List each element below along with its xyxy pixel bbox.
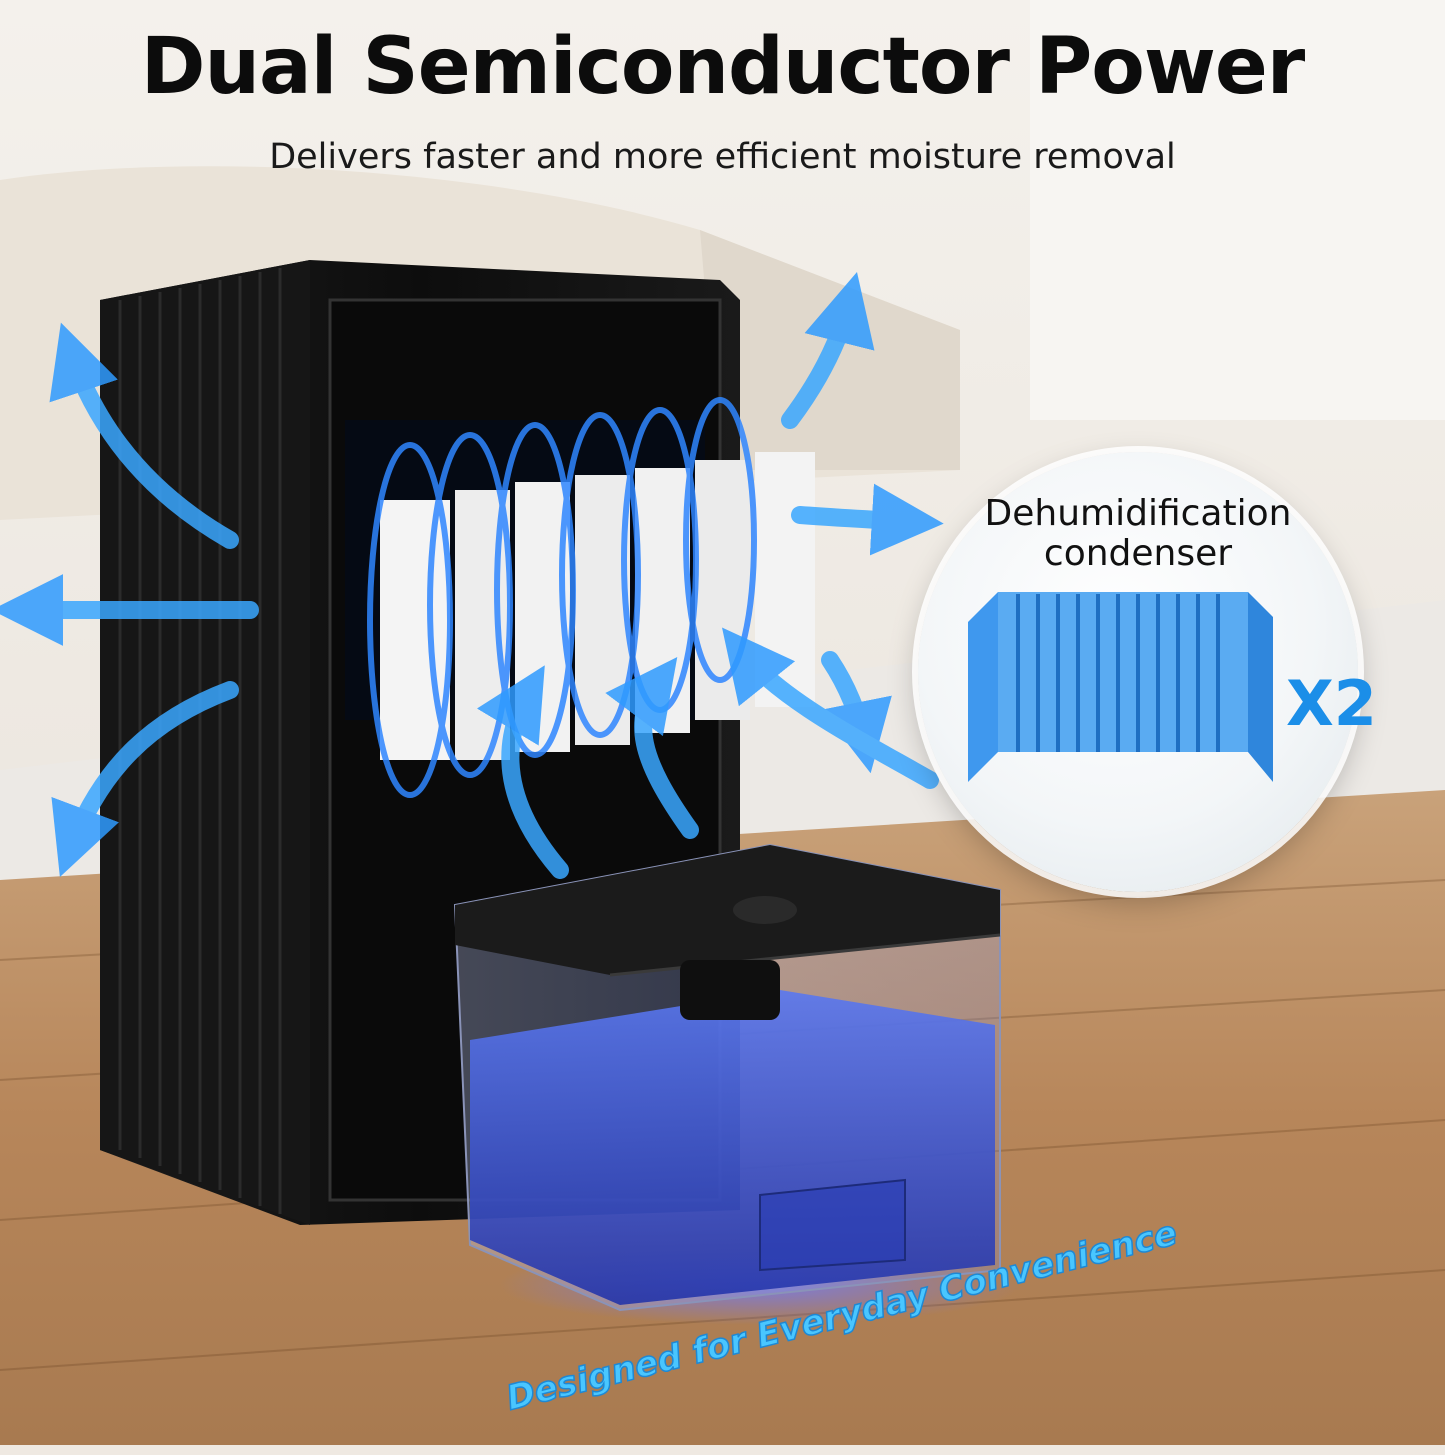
condenser-count: X2 [1286, 667, 1377, 740]
floor-caption: Designed for Everyday Convenience [500, 1212, 1200, 1450]
page-title: Dual Semiconductor Power [140, 22, 1306, 112]
water-tank [453, 843, 1020, 1325]
callout-title: Dehumidification condenser [918, 494, 1358, 574]
condenser-callout: Dehumidification condenser X2 [918, 452, 1377, 892]
callout-title-line1: Dehumidification [984, 493, 1292, 534]
page-subtitle: Delivers faster and more efficient moist… [269, 137, 1176, 177]
airflow-arrow-icon [0, 272, 944, 879]
callout-title-line2: condenser [1043, 533, 1233, 574]
condenser-fins-icon [968, 592, 1273, 782]
